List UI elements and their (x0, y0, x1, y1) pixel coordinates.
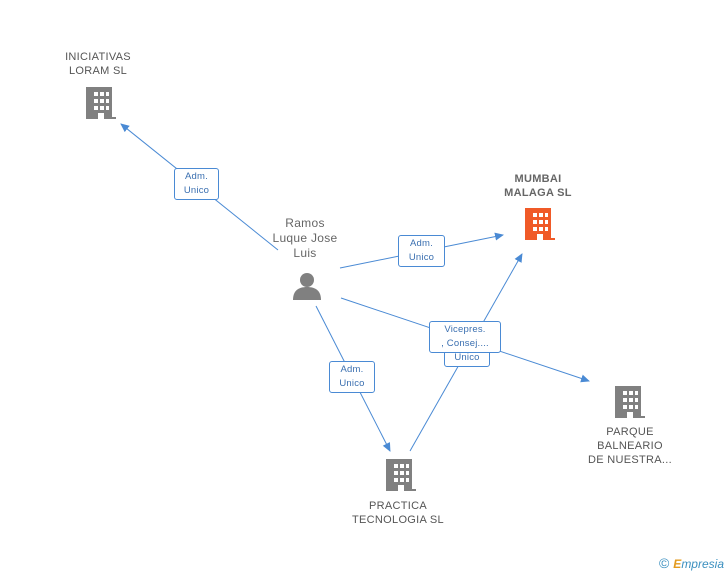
node-label-line: Luque Jose (272, 231, 338, 245)
edge-label-line: Adm. (185, 171, 208, 182)
node-label-iniciativas[interactable]: INICIATIVAS LORAM SL (46, 50, 150, 78)
edge-label-line: Unico (339, 378, 365, 389)
node-label-line: DE NUESTRA... (588, 454, 672, 466)
node-label-line: Ramos (285, 216, 325, 230)
brand-name: mpresia (681, 557, 724, 571)
node-label-parque[interactable]: PARQUE BALNEARIO DE NUESTRA... (580, 425, 680, 467)
node-label-line: Luis (293, 246, 317, 260)
edge-label-line: Unico (183, 185, 210, 196)
building-highlight-icon[interactable] (525, 208, 555, 240)
edge-label-line: Vicepres. (444, 324, 486, 335)
node-label-mumbai[interactable]: MUMBAI MALAGA SL (488, 172, 588, 200)
node-label-line: MALAGA SL (504, 187, 572, 199)
node-label-practica[interactable]: PRACTICA TECNOLOGIA SL (346, 499, 450, 527)
brand-logo-letter: E (673, 557, 682, 571)
edge-label-to-practica[interactable]: Adm. Unico (329, 361, 375, 393)
footer-brand: ©Empresia (659, 555, 724, 571)
building-icon[interactable] (86, 87, 116, 119)
edge-label-line: Unico (454, 352, 480, 363)
node-label-person[interactable]: Ramos Luque Jose Luis (255, 216, 355, 261)
node-label-line: BALNEARIO (597, 440, 663, 452)
building-icon[interactable] (615, 386, 645, 418)
node-label-line: INICIATIVAS (65, 51, 131, 63)
edge-label-line: Adm. (340, 364, 364, 375)
node-label-line: LORAM SL (68, 65, 128, 77)
edge-label-to-iniciativas[interactable]: Adm. Unico (174, 168, 219, 200)
node-label-line: MUMBAI (514, 173, 562, 185)
building-icon[interactable] (386, 459, 416, 491)
node-label-line: TECNOLOGIA SL (352, 514, 444, 526)
person-icon[interactable] (293, 273, 321, 300)
edge-label-line: Unico (408, 252, 435, 263)
edge-label-to-mumbai[interactable]: Adm. Unico (398, 235, 445, 267)
edge-label-line: Adm. (410, 238, 433, 249)
node-label-line: PRACTICA (368, 500, 428, 512)
copyright-symbol: © (658, 555, 670, 571)
node-label-line: PARQUE (606, 426, 654, 438)
edge-label-to-parque[interactable]: Vicepres. , Consej.... (429, 321, 501, 353)
edge-label-line: , Consej.... (441, 338, 489, 349)
